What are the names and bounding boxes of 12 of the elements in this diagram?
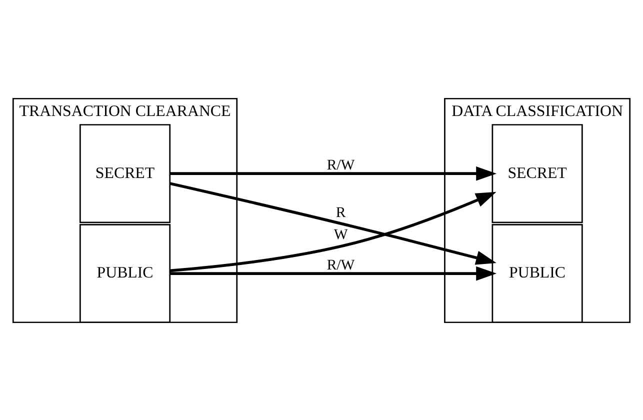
node-box: SECRET [79, 124, 171, 223]
node-box: PUBLIC [79, 224, 171, 323]
node-box: PUBLIC [492, 224, 583, 323]
arrow [170, 191, 496, 272]
arrow [170, 166, 497, 180]
arrow [170, 182, 496, 264]
node-box: SECRET [492, 124, 583, 223]
edge-label: W [334, 226, 348, 242]
arrow [170, 266, 497, 280]
edge-label: R/W [326, 256, 355, 273]
edge-label: R/W [326, 157, 355, 173]
edge-label: R [336, 204, 346, 221]
